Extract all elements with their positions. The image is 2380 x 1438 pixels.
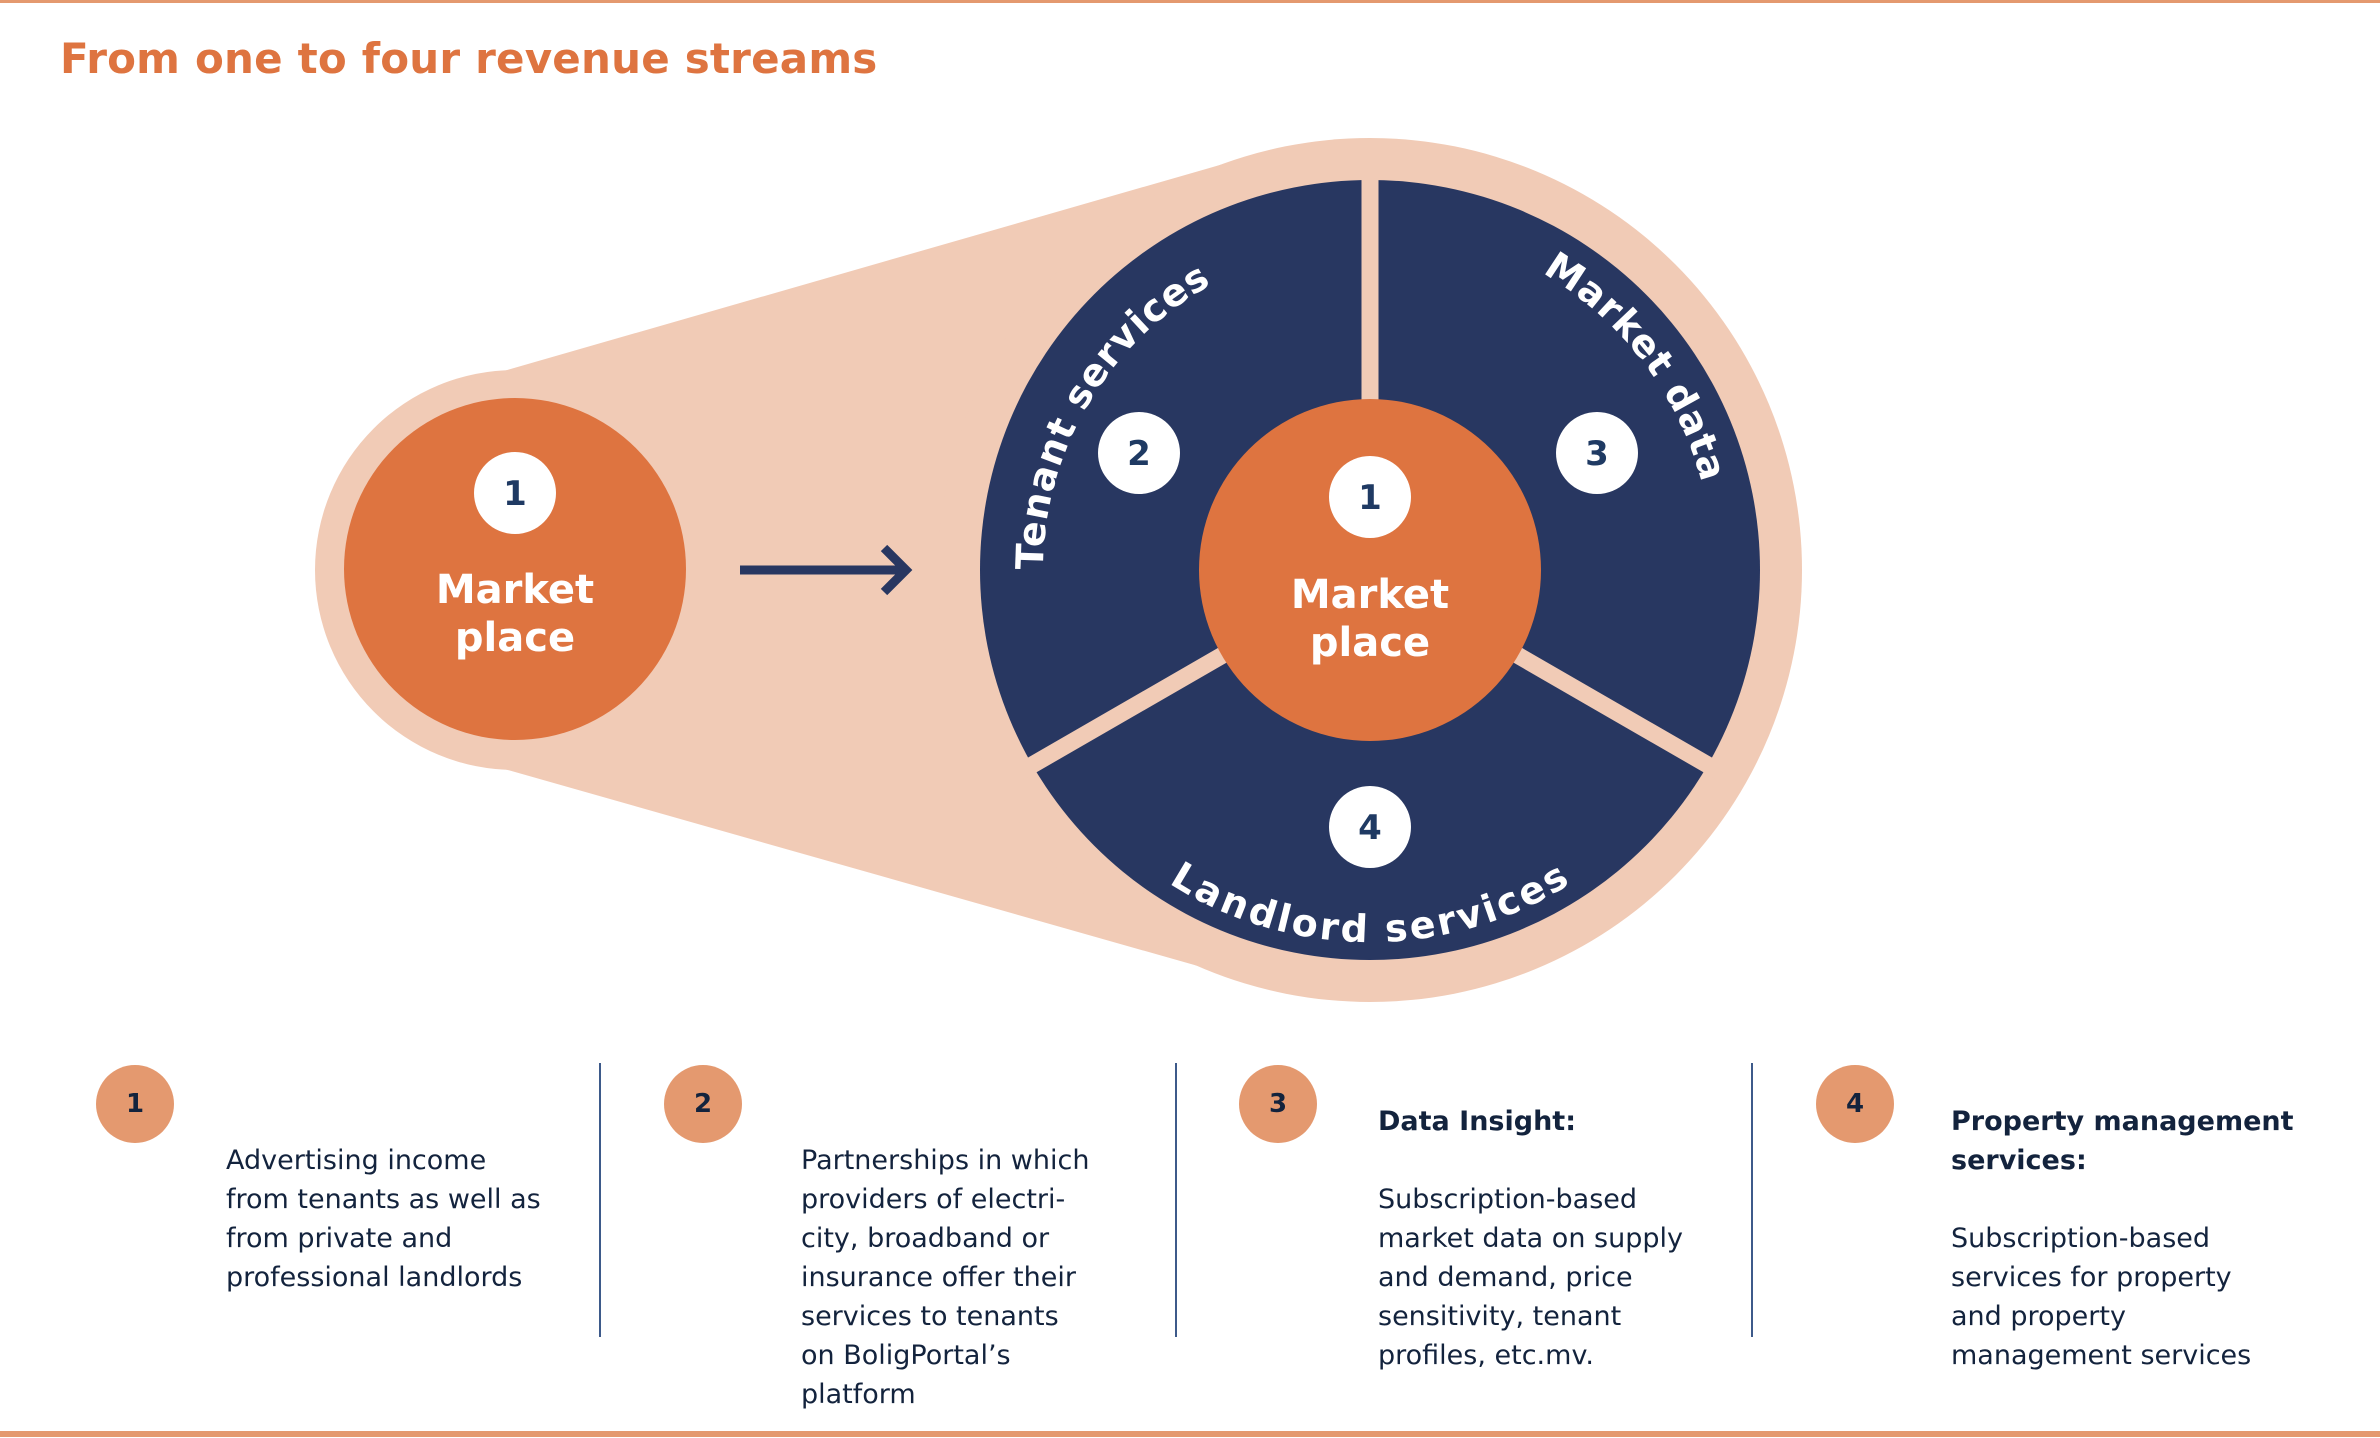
legend-divider-3 <box>1751 1063 1753 1337</box>
legend-body-3: Subscription-based market data on supply… <box>1378 1184 1683 1371</box>
legend-body-4: Subscription-based services for property… <box>1951 1223 2252 1371</box>
badge-1-left <box>474 452 556 534</box>
marketplace-center-label-line1: Market <box>1291 572 1449 618</box>
right-arrow-icon <box>740 544 913 596</box>
badge-1-left-number: 1 <box>503 474 527 514</box>
four-streams-wheel: 1 Market place 2 Tenant services 3 Marke… <box>980 170 1760 960</box>
marketplace-left-label-line2: place <box>455 615 575 661</box>
badge-2 <box>1098 412 1180 494</box>
legend-text-1: Advertising income from tenants as well … <box>226 1063 566 1297</box>
legend-badge-3: 3 <box>1239 1065 1317 1143</box>
legend-badge-2: 2 <box>664 1065 742 1143</box>
legend-divider-1 <box>599 1063 601 1337</box>
legend-text-3: Data Insight: Subscription-based market … <box>1378 1063 1718 1375</box>
legend-badge-4: 4 <box>1816 1065 1894 1143</box>
badge-3 <box>1556 412 1638 494</box>
marketplace-circle-left <box>344 398 686 740</box>
marketplace-circle-center <box>1199 399 1541 741</box>
badge-4-number: 4 <box>1358 808 1382 848</box>
legend-heading-4: Property management services: <box>1951 1106 2294 1176</box>
legend-body-2: Partnerships in which providers of elect… <box>801 1145 1090 1410</box>
marketplace-center-label-line2: place <box>1310 620 1430 666</box>
legend-heading-3: Data Insight: <box>1378 1106 1577 1137</box>
legend-badge-1: 1 <box>96 1065 174 1143</box>
marketplace-left-label-line1: Market <box>436 567 594 613</box>
legend-text-4: Property management services: Subscripti… <box>1951 1063 2351 1375</box>
badge-1-center <box>1329 456 1411 538</box>
badge-3-number: 3 <box>1585 434 1609 474</box>
bottom-rule <box>0 1431 2380 1437</box>
legend-text-2: Partnerships in which providers of elect… <box>801 1063 1141 1414</box>
legend-body-1: Advertising income from tenants as well … <box>226 1145 541 1293</box>
legend-divider-2 <box>1175 1063 1177 1337</box>
badge-1-center-number: 1 <box>1358 478 1382 518</box>
single-stream-circle: 1 Market place <box>344 398 686 740</box>
top-rule <box>0 0 2380 3</box>
badge-4 <box>1329 786 1411 868</box>
page-title: From one to four revenue streams <box>60 34 878 83</box>
badge-2-number: 2 <box>1127 434 1151 474</box>
